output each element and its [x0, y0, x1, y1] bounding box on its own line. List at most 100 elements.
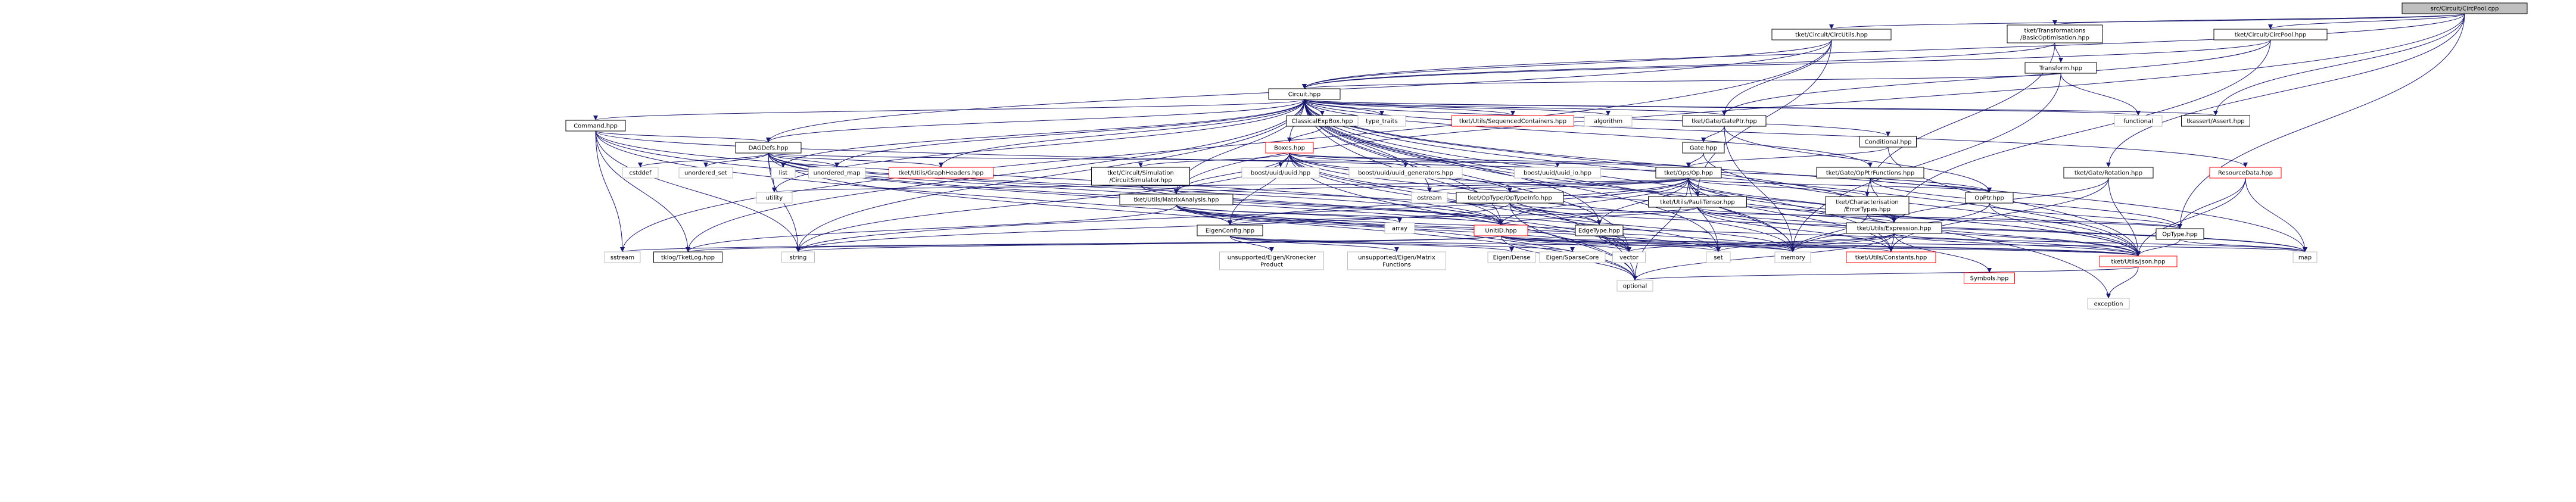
- node-label-functional: functional: [2123, 119, 2153, 125]
- node-unitid[interactable]: UnitID.hpp: [1474, 225, 1528, 236]
- node-label-constants: tket/Utils/Constants.hpp: [1855, 255, 1927, 261]
- node-boxes[interactable]: Boxes.hpp: [1265, 142, 1314, 154]
- edge-opptr-to-optype: [1989, 202, 2182, 229]
- node-label-gateptr: tket/Gate/GatePtr.hpp: [1692, 119, 1756, 125]
- node-label-circpoolhpp: tket/Circuit/CircPool.hpp: [2235, 32, 2306, 39]
- node-array[interactable]: array: [1384, 222, 1415, 234]
- node-opptr[interactable]: OpPtr.hpp: [1965, 192, 2014, 204]
- node-box-opptrfuncs: [1816, 167, 1924, 179]
- edge-basicopt-to-transform: [2054, 42, 2063, 63]
- edge-opsop-to-set: [1688, 177, 1721, 252]
- node-rotation[interactable]: tket/Gate/Rotation.hpp: [2063, 167, 2154, 179]
- edge-resourcedata-to-optype: [2178, 177, 2246, 229]
- node-box-paulitensor: [1648, 196, 1747, 208]
- node-cstddef[interactable]: cstddef: [622, 167, 659, 179]
- node-seqcontainers[interactable]: tket/Utils/SequencedContainers.hpp: [1451, 115, 1574, 127]
- edge-circuit-to-tklog: [686, 99, 1305, 252]
- node-optypeinfo[interactable]: tket/OpType/OpTypeInfo.hpp: [1456, 192, 1564, 204]
- node-exception[interactable]: exception: [2087, 298, 2130, 310]
- node-memory[interactable]: memory: [1774, 251, 1811, 263]
- edge-circpoolhpp-to-circuit: [1302, 39, 2271, 89]
- edge-opsop-to-optional: [1633, 177, 1689, 281]
- node-box-eigendense: [1487, 251, 1536, 263]
- edge-opsop-to-unitid: [1499, 177, 1689, 226]
- node-box-basicopt: [2007, 24, 2103, 43]
- node-sstream[interactable]: sstream: [604, 251, 641, 263]
- edge-root-to-optype: [2178, 13, 2465, 229]
- node-paulitensor[interactable]: tket/Utils/PauliTensor.hpp: [1648, 196, 1747, 208]
- node-string[interactable]: string: [781, 251, 815, 263]
- node-opptrfuncs[interactable]: tket/Gate/OpPtrFunctions.hpp: [1816, 167, 1924, 179]
- node-command[interactable]: Command.hpp: [565, 120, 626, 132]
- node-box-ostream: [1411, 192, 1448, 204]
- node-vector[interactable]: vector: [1612, 251, 1646, 263]
- node-functional[interactable]: functional: [2114, 115, 2163, 127]
- node-constants[interactable]: tket/Utils/Constants.hpp: [1846, 251, 1936, 263]
- edge-opsop-to-utility: [773, 177, 1689, 193]
- edge-circutils-to-sstream: [620, 39, 1832, 252]
- node-tklog[interactable]: tklog/TketLog.hpp: [653, 251, 722, 263]
- node-dagdefs[interactable]: DAGDefs.hpp: [735, 142, 802, 154]
- node-utility[interactable]: utility: [756, 192, 793, 204]
- node-optype[interactable]: OpType.hpp: [2156, 228, 2204, 240]
- edge-root-to-circpoolhpp: [2268, 13, 2465, 30]
- edge-unitid-to-memory: [1500, 235, 1795, 252]
- node-circuit[interactable]: Circuit.hpp: [1268, 88, 1341, 100]
- node-uuid[interactable]: boost/uuid/uuid.hpp: [1241, 167, 1320, 179]
- node-uuidio[interactable]: boost/uuid/uuid_io.hpp: [1514, 167, 1601, 179]
- node-box-circuit: [1268, 88, 1341, 100]
- edge-command-to-string: [595, 130, 800, 252]
- edge-root-to-basicopt: [2052, 13, 2465, 26]
- node-label-array: array: [1392, 226, 1407, 232]
- node-label-errortypes: /ErrorTypes.hpp: [1844, 207, 1890, 213]
- node-eigensparse[interactable]: Eigen/SparseCore: [1539, 251, 1606, 263]
- node-matrixanalysis[interactable]: tket/Utils/MatrixAnalysis.hpp: [1119, 194, 1234, 205]
- edge-eigenconfig-to-matrixfn: [1229, 235, 1399, 252]
- edge-circuit-to-seqcontainers: [1304, 99, 1515, 116]
- edge-boxes-to-circsim: [1138, 152, 1290, 168]
- node-unorderedmap[interactable]: unordered_map: [808, 167, 865, 179]
- node-gatehpp[interactable]: Gate.hpp: [1682, 142, 1725, 154]
- node-root[interactable]: src/Circuit/CircPool.cpp: [2401, 2, 2528, 14]
- node-ostream[interactable]: ostream: [1411, 192, 1448, 204]
- node-conditional[interactable]: Conditional.hpp: [1859, 136, 1917, 148]
- node-list[interactable]: list: [771, 167, 796, 179]
- node-box-sstream: [604, 251, 641, 263]
- node-graphheaders[interactable]: tket/Utils/GraphHeaders.hpp: [889, 167, 993, 179]
- node-symbols[interactable]: Symbols.hpp: [1964, 272, 2015, 284]
- edge-paulitensor-to-expression: [1697, 207, 1896, 223]
- node-circpoolhpp[interactable]: tket/Circuit/CircPool.hpp: [2213, 29, 2328, 40]
- node-unorderedset[interactable]: unordered_set: [678, 167, 733, 179]
- node-opsop[interactable]: tket/Ops/Op.hpp: [1655, 167, 1722, 179]
- node-optional[interactable]: optional: [1616, 280, 1653, 292]
- node-gateptr[interactable]: tket/Gate/GatePtr.hpp: [1682, 115, 1767, 127]
- node-json[interactable]: tket/Utils/Json.hpp: [2099, 255, 2178, 267]
- node-circutils[interactable]: tket/Circuit/CircUtils.hpp: [1771, 29, 1892, 40]
- node-box-string: [781, 251, 815, 263]
- node-typetraits[interactable]: type_traits: [1357, 115, 1406, 127]
- node-resourcedata[interactable]: ResourceData.hpp: [2209, 167, 2282, 179]
- node-classicalexpbox[interactable]: ClassicalExpBox.hpp: [1286, 115, 1359, 127]
- node-label-json: tket/Utils/Json.hpp: [2111, 259, 2165, 266]
- edge-edgetype-to-memory: [1599, 235, 1795, 252]
- node-errortypes[interactable]: tket/Characterisation/ErrorTypes.hpp: [1825, 196, 1910, 215]
- edge-opsop-to-edgetype: [1597, 177, 1689, 226]
- node-circsim[interactable]: tket/Circuit/Simulation/CircuitSimulator…: [1091, 167, 1190, 186]
- node-box-set: [1706, 251, 1731, 263]
- node-tkassert[interactable]: tkassert/Assert.hpp: [2181, 115, 2250, 127]
- edge-command-to-opptr: [595, 130, 1992, 193]
- node-transform[interactable]: Transform.hpp: [2024, 62, 2097, 74]
- node-eigenconfig[interactable]: EigenConfig.hpp: [1197, 225, 1263, 236]
- edge-eigenconfig-to-eigensparse: [1229, 235, 1575, 252]
- node-algorithm[interactable]: algorithm: [1584, 115, 1633, 127]
- node-set[interactable]: set: [1706, 251, 1731, 263]
- node-eigendense[interactable]: Eigen/Dense: [1487, 251, 1536, 263]
- node-expression[interactable]: tket/Utils/Expression.hpp: [1846, 222, 1942, 234]
- node-map[interactable]: map: [2292, 251, 2318, 263]
- node-label-exception: exception: [2094, 301, 2123, 308]
- node-uuidgen[interactable]: boost/uuid/uuid_generators.hpp: [1348, 167, 1463, 179]
- node-edgetype[interactable]: EdgeType.hpp: [1575, 225, 1624, 236]
- node-basicopt[interactable]: tket/Transformations/BasicOptimisation.h…: [2007, 24, 2103, 43]
